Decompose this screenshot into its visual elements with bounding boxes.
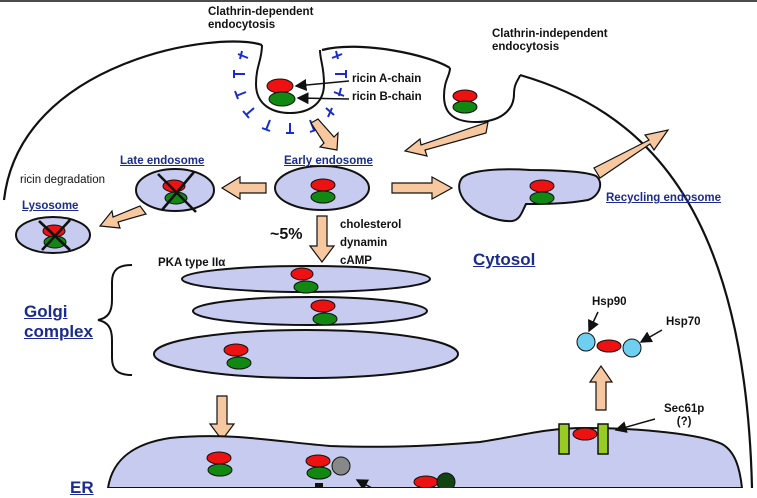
label-five-percent: ~5% [270, 226, 303, 243]
label-golgi-complex: Golgi complex [24, 302, 93, 341]
label-clathrin-dependent: Clathrin-dependent endocytosis [208, 6, 314, 32]
clathrin-coat [233, 50, 347, 134]
golgi-cisterna-2 [192, 296, 428, 326]
arrow-early-to-golgi [308, 215, 336, 263]
er-chaperone-dark [436, 472, 456, 488]
cell-membrane [2, 40, 754, 488]
label-lysosome: Lysosome [22, 200, 79, 212]
arrow-early-to-late [220, 175, 267, 201]
label-hsp90: Hsp90 [592, 296, 627, 308]
label-ricin-b-chain: ricin B-chain [352, 91, 422, 103]
arrow-late-to-lysosome [98, 205, 148, 229]
label-camp: cAMP [340, 255, 372, 267]
hsp90-circle [576, 332, 596, 352]
label-ricin-a-chain: ricin A-chain [352, 73, 422, 85]
label-clathrin-independent: Clathrin-independent endocytosis [492, 28, 608, 54]
sec61-translocon [558, 418, 656, 455]
hsp70-circle [622, 338, 642, 358]
arrow-recycling-up [593, 129, 670, 179]
late-endosome [135, 168, 215, 213]
label-sec61p: Sec61p (?) [664, 403, 705, 429]
lysosome [15, 216, 91, 254]
label-cytosol: Cytosol [473, 250, 536, 269]
label-late-endosome: Late endosome [120, 155, 205, 167]
label-early-endosome: Early endosome [284, 155, 373, 167]
er-tick [315, 483, 323, 488]
diagram-canvas [0, 0, 757, 488]
label-pka: PKA type IIα [158, 257, 226, 269]
label-dynamin: dynamin [340, 237, 388, 249]
label-hsp70: Hsp70 [666, 316, 701, 328]
arrow-pit-to-early [310, 118, 339, 151]
endoplasmic-reticulum [106, 426, 744, 488]
label-ricin-degradation: ricin degradation [20, 174, 106, 186]
arrow-golgi-to-er [208, 395, 236, 441]
label-recycling-endosome: Recycling endosome [606, 192, 722, 204]
arrow-early-to-recycling [391, 175, 454, 201]
golgi-bracket [97, 264, 133, 376]
arrow-sec61-to-hsp [588, 364, 614, 411]
golgi-cisterna-3 [153, 329, 459, 379]
clathrin-independent-pit [442, 67, 521, 124]
golgi-complex [97, 264, 459, 379]
arrow-independent-to-early [403, 121, 489, 157]
hsp-complex [576, 311, 663, 358]
recycling-endosome [458, 168, 602, 223]
early-endosome [274, 165, 370, 211]
er-chaperone-grey [331, 456, 351, 476]
label-cholesterol: cholesterol [340, 219, 402, 231]
clathrin-coated-pit [233, 44, 350, 134]
